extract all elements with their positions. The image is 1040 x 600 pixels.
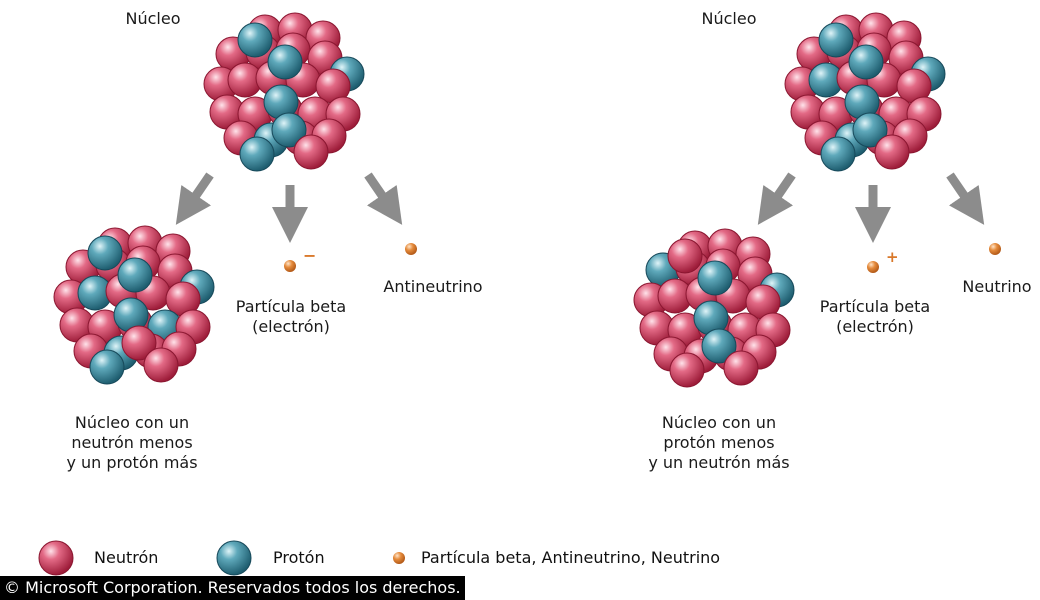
neutron	[669, 352, 705, 388]
beta-particle-left	[284, 260, 296, 272]
left-arrows	[175, 172, 403, 243]
antineutrino-label: Antineutrino	[383, 277, 483, 296]
legend-proton-icon	[216, 540, 252, 576]
proton	[239, 136, 275, 172]
proton	[117, 257, 153, 293]
antineutrino-particle	[405, 243, 417, 255]
proton	[701, 328, 737, 364]
proton	[89, 349, 125, 385]
right-parent-nucleus	[784, 12, 946, 172]
neutron	[723, 350, 759, 386]
right-arrows	[757, 172, 985, 243]
beta-plus-sign: +	[886, 248, 899, 266]
arrow-to-daughter	[757, 172, 796, 225]
beta-minus-sign: −	[303, 246, 317, 265]
proton	[237, 22, 273, 58]
neutrino-label: Neutrino	[962, 277, 1032, 296]
right-nucleus-label: Núcleo	[701, 9, 757, 28]
proton	[820, 136, 856, 172]
right-beta-label: Partícula beta (electrón)	[819, 297, 931, 336]
proton	[848, 44, 884, 80]
arrow-to-neutrino	[946, 172, 985, 225]
neutron	[143, 347, 179, 383]
left-beta-label: Partícula beta (electrón)	[235, 297, 347, 336]
neutron	[293, 134, 329, 170]
right-daughter-nucleus	[633, 228, 795, 388]
legend-neutron-label: Neutrón	[94, 548, 159, 567]
neutron	[667, 238, 703, 274]
proton	[818, 22, 854, 58]
neutron	[874, 134, 910, 170]
neutrino-particle	[989, 243, 1001, 255]
proton	[697, 260, 733, 296]
right-daughter-label: Núcleo con un protón menos y un neutrón …	[648, 413, 790, 472]
arrow-to-daughter	[175, 172, 214, 225]
left-nucleus-label: Núcleo	[125, 9, 181, 28]
legend-particle-icon	[393, 552, 405, 564]
left-daughter-label: Núcleo con un neutrón menos y un protón …	[66, 413, 198, 472]
copyright-notice: © Microsoft Corporation. Reservados todo…	[0, 576, 465, 600]
legend-particle-label: Partícula beta, Antineutrino, Neutrino	[421, 548, 721, 567]
arrow-to-antineutrino	[364, 172, 403, 225]
proton	[267, 44, 303, 80]
proton	[852, 112, 888, 148]
legend-proton-label: Protón	[273, 548, 325, 567]
left-parent-nucleus	[203, 12, 365, 172]
legend-neutron-icon	[38, 540, 74, 576]
proton	[271, 112, 307, 148]
proton	[87, 235, 123, 271]
left-daughter-nucleus	[53, 225, 215, 385]
beta-particle-right	[867, 261, 879, 273]
neutron	[121, 325, 157, 361]
